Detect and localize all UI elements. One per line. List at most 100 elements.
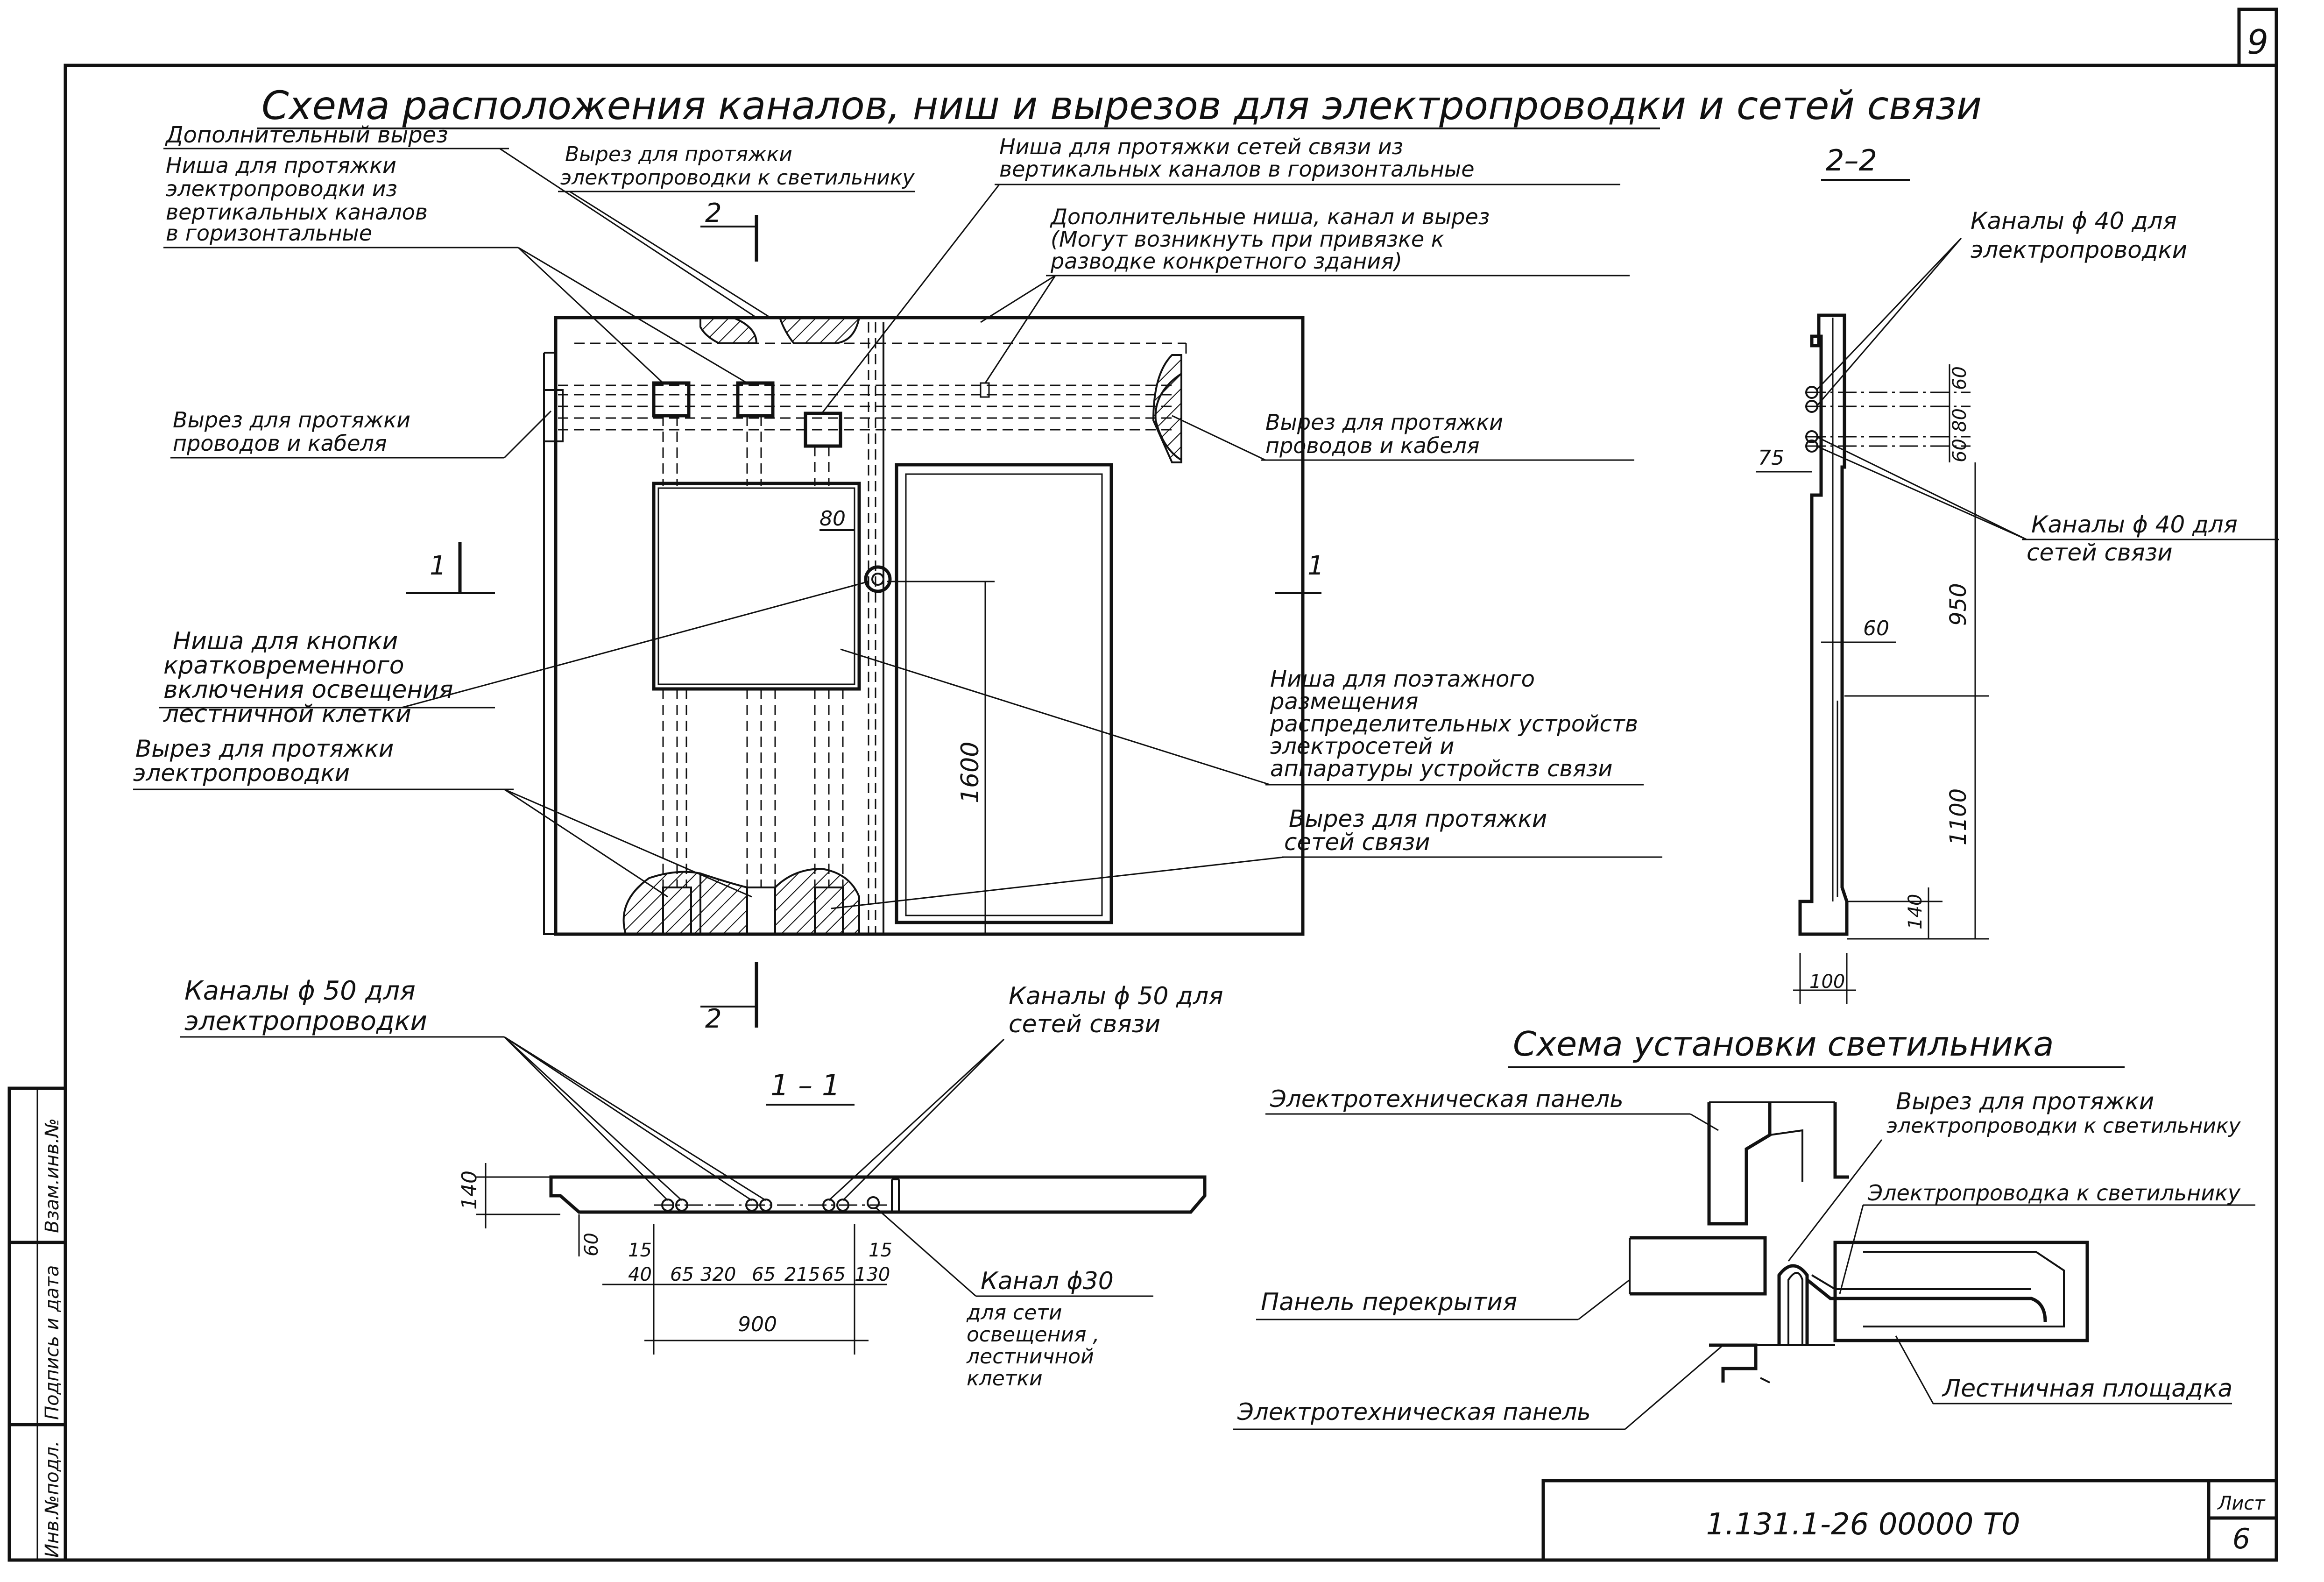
dim-1-1-65b: 65	[752, 1264, 776, 1285]
dim-2-2-75: 75	[1758, 446, 1784, 470]
sheet-label: Лист	[2217, 1493, 2266, 1514]
page-number: 9	[2247, 22, 2268, 62]
svg-text:Каналы ϕ 40 для: Каналы ϕ 40 для	[2031, 511, 2238, 538]
svg-text:электросетей и: электросетей и	[1270, 733, 1454, 759]
svg-text:вертикальных каналов: вертикальных каналов	[166, 199, 428, 225]
dim-1-1-15b: 15	[869, 1240, 892, 1261]
svg-text:включения освещения: включения освещения	[163, 676, 453, 704]
svg-text:лестничной: лестничной	[966, 1345, 1094, 1369]
svg-text:Каналы ϕ 50 для: Каналы ϕ 50 для	[184, 976, 416, 1006]
label-extra-cut: Дополнительный вырез	[165, 122, 448, 148]
svg-text:Вырез для протяжки: Вырез для протяжки	[135, 735, 394, 762]
svg-text:Ниша для протяжки: Ниша для протяжки	[166, 153, 396, 178]
dim-1-1-65a: 65	[670, 1264, 694, 1285]
svg-text:Вырез для протяжки: Вырез для протяжки	[1289, 805, 1547, 832]
svg-text:проводов и кабеля: проводов и кабеля	[173, 431, 387, 456]
svg-text:в горизонтальные: в горизонтальные	[166, 220, 372, 246]
svg-text:Дополнительные ниша, канал и в: Дополнительные ниша, канал и вырез	[1050, 204, 1490, 229]
sheet-number: 6	[2232, 1523, 2250, 1555]
label-cut-comm: Вырез для протяжки сетей связи	[1284, 805, 1547, 856]
svg-text:распределительных устройств: распределительных устройств	[1270, 711, 1638, 737]
section-mark-1-right: 1	[1307, 551, 1324, 581]
svg-text:вертикальных каналов в горизон: вертикальных каналов в горизонтальные	[999, 156, 1475, 182]
main-title: Схема расположения каналов, ниш и вырезо…	[261, 83, 1982, 128]
svg-text:аппаратуры устройств связи: аппаратуры устройств связи	[1270, 756, 1612, 782]
svg-text:Ниша для кнопки: Ниша для кнопки	[173, 627, 398, 655]
dim-2-2-60b: 60	[1949, 439, 1971, 462]
svg-text:клетки: клетки	[967, 1367, 1043, 1390]
svg-text:для сети: для сети	[966, 1301, 1062, 1325]
section-1-1-title: 1 – 1	[770, 1068, 840, 1102]
dim-1-1-140: 140	[458, 1171, 481, 1210]
svg-text:(Могут возникнуть при привязке: (Могут возникнуть при привязке к	[1051, 227, 1444, 252]
dim-2-2-100: 100	[1809, 971, 1845, 993]
dim-2-2-60c: 60	[1863, 617, 1889, 640]
dim-2-2-140: 140	[1905, 894, 1926, 929]
label-extra-items: Дополнительные ниша, канал и вырез (Могу…	[1050, 204, 1490, 274]
svg-text:сетей связи: сетей связи	[1009, 1010, 1160, 1038]
section-mark-2-bottom: 2	[705, 1004, 722, 1034]
panel-elevation: 80 1600	[543, 316, 1305, 936]
lamp-scheme: Схема установки светильника Электротехни…	[1233, 1024, 2255, 1430]
svg-text:сетей связи: сетей связи	[1284, 829, 1430, 856]
dim-2-2-80: 80	[1949, 408, 1971, 432]
dim-1-1-130: 130	[855, 1264, 890, 1285]
label-floor-panel: Панель перекрытия	[1261, 1288, 1517, 1316]
dim-2-2-950: 950	[1945, 583, 1971, 626]
section-mark-2-top: 2	[705, 198, 722, 228]
stamp-inv-original: Инв.№подл.	[42, 1440, 63, 1558]
label-el-panel-bottom: Электротехническая панель	[1237, 1398, 1591, 1426]
svg-text:размещения: размещения	[1270, 688, 1418, 715]
svg-text:электропроводки из: электропроводки из	[166, 176, 397, 201]
label-cut-to-lamp-2: Вырез для протяжки электропроводки к све…	[1886, 1088, 2241, 1138]
label-wiring-to-lamp: Электропроводка к светильнику	[1867, 1180, 2241, 1206]
svg-text:электропроводки: электропроводки	[1971, 236, 2187, 263]
dim-1-1-215: 215	[784, 1264, 820, 1285]
label-cut-wires-left: Вырез для протяжки проводов и кабеля	[173, 407, 410, 456]
dim-1-1-65c: 65	[822, 1264, 846, 1285]
label-ch40-wiring: Каналы ϕ 40 для электропроводки	[1971, 207, 2187, 263]
svg-text:освещения ,: освещения ,	[967, 1323, 1099, 1347]
lamp-scheme-title: Схема установки светильника	[1513, 1024, 2054, 1064]
elevation-labels: Дополнительный вырез Ниша для протяжки э…	[133, 122, 1662, 909]
svg-text:электропроводки: электропроводки	[133, 759, 350, 787]
svg-text:проводов и кабеля: проводов и кабеля	[1265, 433, 1480, 458]
dim-1600: 1600	[956, 742, 984, 803]
stamp-inv-replace: Взам.инв.№	[42, 1118, 63, 1233]
svg-text:электропроводки к светильнику: электропроводки к светильнику	[560, 166, 915, 190]
label-ch50-comm: Каналы ϕ 50 для сетей связи	[1009, 982, 1223, 1038]
section-mark-1-left: 1	[430, 551, 446, 581]
svg-text:лестничной клетки: лестничной клетки	[163, 700, 411, 728]
dim-1-1-60: 60	[581, 1233, 602, 1256]
label-niche-vert-horiz: Ниша для протяжки электропроводки из вер…	[166, 153, 428, 246]
label-cut-wires-right: Вырез для протяжки проводов и кабеля	[1265, 410, 1503, 458]
label-landing: Лестничная площадка	[1942, 1375, 2232, 1403]
label-el-panel-top: Электротехническая панель	[1270, 1085, 1624, 1113]
label-niche-distrib: Ниша для поэтажного размещения распредел…	[1270, 666, 1638, 782]
label-cut-wiring: Вырез для протяжки электропроводки	[133, 735, 394, 787]
dim-1-1-320: 320	[700, 1264, 736, 1285]
svg-text:Каналы ϕ 40 для: Каналы ϕ 40 для	[1971, 207, 2177, 234]
dim-1-1-900: 900	[738, 1312, 777, 1336]
svg-text:Вырез для протяжки: Вырез для протяжки	[1265, 410, 1503, 435]
svg-text:Ниша для поэтажного: Ниша для поэтажного	[1270, 666, 1535, 692]
svg-text:Вырез для протяжки: Вырез для протяжки	[173, 407, 410, 433]
label-ch30: Канал ϕ30 для сети освещения , лестнично…	[966, 1267, 1114, 1390]
dim-1-1-15a: 15	[628, 1240, 652, 1261]
designation: 1.131.1-26 00000 Т0	[1706, 1507, 2020, 1542]
svg-text:разводке конкретного здания): разводке конкретного здания)	[1050, 248, 1402, 274]
label-cut-to-lamp: Вырез для протяжки электропроводки к све…	[560, 142, 915, 190]
svg-text:электропроводки: электропроводки	[184, 1006, 427, 1036]
label-ch40-comm: Каналы ϕ 40 для сетей связи	[2027, 511, 2238, 566]
svg-text:Вырез для протяжки: Вырез для протяжки	[565, 142, 792, 166]
dim-80: 80	[819, 507, 846, 531]
svg-text:Канал ϕ30: Канал ϕ30	[981, 1267, 1114, 1295]
sheet-frame: 9 1.131.1-26 00000 Т0 Лист 6 Взам.инв.№ …	[7, 7, 2278, 1562]
svg-text:кратковременного: кратковременного	[163, 652, 404, 680]
dim-2-2-1100: 1100	[1945, 788, 1971, 845]
section-2-2: 2–2 60 80 60 75 950 60 1100 140 10	[1756, 143, 2279, 1004]
svg-text:Вырез для протяжки: Вырез для протяжки	[1896, 1088, 2154, 1115]
section-2-2-title: 2–2	[1826, 143, 1877, 177]
label-niche-comm: Ниша для протяжки сетей связи из вертика…	[999, 134, 1475, 182]
